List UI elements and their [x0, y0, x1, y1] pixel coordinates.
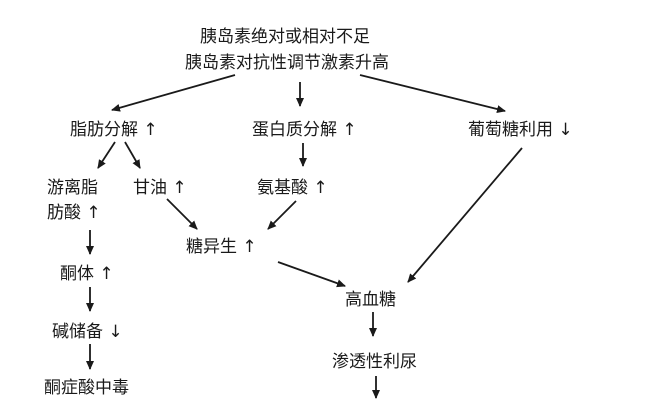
arrow-glucose-use-to-hyperglycemia	[407, 147, 523, 283]
node-lipolysis: 脂肪分解 ↑	[70, 120, 158, 140]
arrow-glycerol-to-gluconeo	[166, 198, 198, 230]
node-glucose-utilization: 葡萄糖利用 ↓	[468, 120, 573, 140]
node-free-fatty-acid-line2: 肪酸 ↑	[47, 203, 101, 223]
arrow-fat-to-glycerol	[124, 141, 141, 169]
arrow-amino-to-gluconeo	[267, 200, 297, 230]
node-counter-regulatory-hormones: 胰岛素对抗性调节激素升高	[185, 53, 389, 73]
arrow-gluconeo-to-hyperglycemia	[277, 261, 346, 288]
node-free-fatty-acid-line1: 游离脂	[47, 178, 98, 198]
node-gluconeogenesis: 糖异生 ↑	[186, 237, 257, 257]
node-alkali-reserve: 碱储备 ↓	[52, 322, 123, 342]
node-osmotic-diuresis: 渗透性利尿	[332, 352, 417, 372]
arrow-top-to-fat	[111, 74, 236, 112]
node-proteolysis: 蛋白质分解 ↑	[252, 120, 357, 140]
node-amino-acid: 氨基酸 ↑	[257, 178, 328, 198]
node-glycerol: 甘油 ↑	[133, 178, 187, 198]
arrow-fat-to-ffa	[97, 141, 116, 169]
node-insulin-deficiency: 胰岛素绝对或相对不足	[200, 27, 370, 47]
node-ketone-bodies: 酮体 ↑	[60, 264, 114, 284]
node-hyperglycemia: 高血糖	[345, 290, 396, 310]
node-ketoacidosis: 酮症酸中毒	[44, 378, 129, 398]
arrow-top-to-glucose-use	[359, 74, 506, 113]
